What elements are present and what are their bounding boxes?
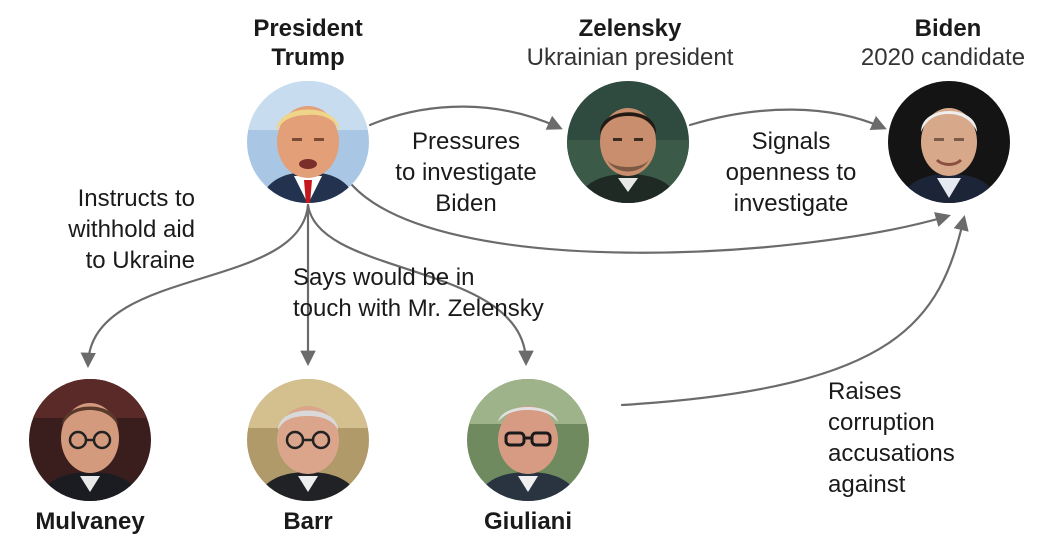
trump-photo	[247, 81, 369, 203]
arrow-trump-to-mulvaney	[80, 203, 310, 369]
node-mulvaney-name: Mulvaney	[35, 508, 145, 535]
label-pressures: Pressures to investigate Biden	[395, 128, 537, 217]
label-signals-openness: Signals openness to investigate	[725, 128, 857, 217]
barr-photo	[247, 379, 369, 501]
label-instructs: Instructs to withhold aid to Ukraine	[68, 185, 195, 274]
label-says-in-touch: Says would be in touch with Mr. Zelensky	[293, 264, 544, 322]
arrow-trump-to-zelensky	[368, 105, 563, 130]
node-trump-name: President Trump	[253, 15, 363, 71]
node-biden-subtitle: 2020 candidate	[860, 44, 1026, 71]
node-zelensky-subtitle: Ukrainian president	[526, 44, 734, 71]
biden-photo	[888, 81, 1010, 203]
mulvaney-photo	[29, 379, 151, 501]
arrow-trump-to-biden	[350, 183, 951, 254]
giuliani-photo	[467, 379, 589, 501]
arrow-zelensky-to-biden	[688, 108, 887, 131]
arrow-giuliani-to-biden	[620, 215, 969, 407]
node-barr-name: Barr	[283, 508, 333, 535]
node-giuliani-name: Giuliani	[483, 508, 572, 535]
node-zelensky-name: Zelensky	[578, 15, 682, 42]
node-biden-name: Biden	[914, 15, 982, 42]
zelensky-photo	[567, 81, 689, 203]
arrow-trump-to-giuliani	[306, 203, 534, 367]
label-raises-corruption: Raises corruption accusations against	[828, 378, 955, 498]
